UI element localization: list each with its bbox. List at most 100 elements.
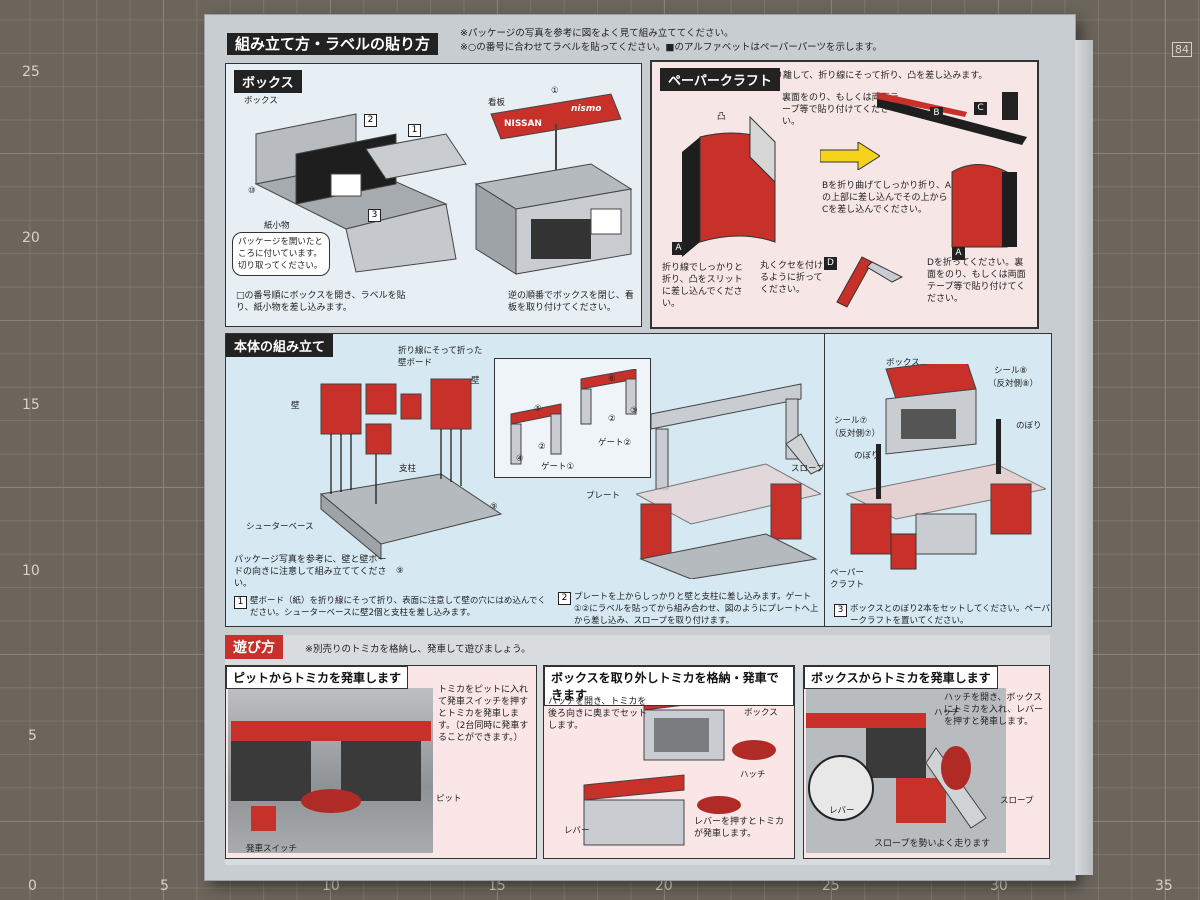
label-seal-8: シール⑧: [994, 366, 1028, 376]
ruler-label-bottom: 30: [990, 878, 1008, 894]
papercraft-d-step: Dを折ってください。裏面をのり、もしくは両面テープ等で貼り付けてください。: [927, 258, 1026, 304]
papercraft-glue-note: 裏面をのり、もしくは両面テープ等で貼り付けてください。: [782, 93, 899, 127]
box-caption-left: □の番号順にボックスを開き、ラベルを貼り、紙小物を差し込みます。: [236, 291, 406, 313]
box-bubble-note: パッケージを開いたところに付いています。切り取ってください。: [232, 232, 330, 276]
body-note-reference: パッケージ写真を参考に、壁と壁ボードの向きに注意して組み立ててください。: [234, 555, 387, 589]
label-shooter-base: シューターベース: [246, 522, 314, 532]
ruler-label-left: 0: [28, 878, 37, 894]
ruler-label-bottom: 35: [1155, 878, 1173, 894]
open-box-illustration: [254, 113, 467, 273]
label-box: ボックス: [244, 96, 278, 106]
label-launch-slope: スロープ: [1000, 796, 1034, 806]
label-seal-7: シール⑦: [834, 416, 868, 426]
label-number-one: ①: [551, 86, 559, 96]
yellow-arrow: [820, 142, 880, 170]
page-title: 組み立て方・ラベルの貼り方: [227, 33, 439, 55]
ruler-label-left: 5: [28, 728, 37, 744]
label-wall-left: 壁: [291, 401, 300, 411]
body-step-3-square: 3: [834, 604, 847, 617]
label-wall-board: 折り線にそって折った壁ボード: [398, 346, 483, 368]
box-launch-illustration: [806, 688, 1006, 853]
label-slope: スロープ: [791, 464, 825, 474]
ruler-label-bottom: 10: [322, 878, 340, 894]
label-papercraft: ペーパークラフト: [830, 568, 865, 590]
papercraft-assembled-illustration: [951, 164, 1017, 248]
papercraft-panel: ペーパークラフト 切り離して、折り線にそって折り、凸を差し込みます。 凸 A 裏…: [650, 60, 1039, 329]
label-signboard: 看板: [488, 98, 506, 108]
label-n9b: ⑨: [396, 566, 404, 576]
label-small-paper: 紙小物: [264, 221, 290, 231]
body-step-1: 壁ボード（紙）を折り線にそって折り、表面に注意して壁の穴にはめ込んでください。シ…: [250, 596, 546, 618]
ruler-label-bottom: 15: [488, 878, 506, 894]
papercraft-piece-a-illustration: [682, 115, 776, 257]
label-launch-switch: 発車スイッチ: [246, 844, 298, 854]
play-panel-launch-title: ボックスからトミカを発車します: [804, 666, 998, 689]
play-panel-box-title: ボックスを取り外しトミカを格納・発車できます: [544, 666, 794, 706]
label-n3: ③: [630, 406, 638, 416]
play-note: ※別売りのトミカを格納し、発車して遊びましょう。: [305, 644, 531, 655]
step-square-3: 3: [368, 209, 381, 222]
box-storage-illustration: [583, 690, 776, 846]
papercraft-step1: 切り離して、折り線にそって折り、凸を差し込みます。: [765, 71, 988, 81]
label-launch-hatch: ハッチ: [934, 708, 960, 718]
ruler-label-bottom: 5: [160, 878, 169, 894]
label-final-box: ボックス: [886, 358, 920, 368]
gate-illustration: [510, 369, 637, 465]
label-pillar: 支柱: [399, 464, 417, 474]
play-panel-launch-text: ハッチを開き、ボックスにトミカを入れ、レバーを押すと発車します。: [944, 693, 1044, 727]
plate-assembly-illustration: [636, 383, 821, 579]
label-gate1: ゲート①: [541, 462, 575, 472]
label-n6: ⑥: [608, 374, 616, 384]
papercraft-b-step: Bを折り曲げてしっかり折り、Aの上部に差し込んでその上からCを差し込んでください…: [822, 181, 951, 215]
label-flag-right: のぼり: [1016, 421, 1042, 431]
label-seal-8-reverse: （反対側⑧）: [988, 379, 1039, 389]
label-hatch: ハッチ: [740, 770, 766, 780]
play-title: 遊び方: [225, 635, 283, 659]
label-n9a: ⑨: [490, 502, 498, 512]
play-panel-launch-slope-text: スロープを勢いよく走ります: [874, 839, 991, 849]
header-note-1: ※パッケージの写真を参考に図をよく見て組み立ててください。: [460, 28, 734, 39]
play-panel-pit-title: ピットからトミカを発車します: [226, 666, 409, 689]
body-assembly-section: 本体の組み立て 折り線にそって折った壁ボード 壁 壁 支柱 シューターベース ⑨…: [225, 333, 1052, 627]
label-wall-right: 壁: [471, 376, 480, 386]
label-plate: プレート: [586, 491, 621, 501]
ruler-label-top-right: 84: [1172, 42, 1192, 57]
label-n4: ④: [516, 454, 524, 464]
papercraft-label-c: C: [974, 102, 987, 115]
box-panel: ボックス ボックス ⑩ 紙小物 1 2 3 パッケージを開いたところに付いていま…: [225, 63, 642, 327]
label-convex: 凸: [717, 112, 726, 122]
play-panel-launch: ボックスからトミカを発車します ハッチを開き、ボックスにトミカを入れ、レバーを押…: [803, 665, 1050, 859]
papercraft-piece-d-illustration: [836, 256, 904, 308]
header-note-2: ※○の番号に合わせてラベルを貼ってください。■のアルファベットはペーパーパーツを…: [460, 42, 883, 53]
body-step-3: ボックスとのぼり2本をセットしてください。ペーパークラフトを置いてください。: [850, 604, 1050, 626]
papercraft-fold-note: 折り線でしっかりと折り、凸をスリットに差し込んでください。: [662, 263, 744, 309]
papercraft-strip-b-illustration: [877, 92, 1027, 145]
label-seal-7-reverse: （反対側⑦）: [830, 429, 881, 439]
step-square-2: 2: [364, 114, 377, 127]
play-panel-box: ボックスを取り外しトミカを格納・発車できます ハッチを開き、トミカを後ろ向きに奥…: [543, 665, 795, 859]
shooter-base-illustration: [319, 378, 503, 561]
papercraft-label-a: A: [672, 242, 685, 255]
body-step-2-square: 2: [558, 592, 571, 605]
papercraft-label-a2: A: [952, 247, 965, 260]
body-step-1-square: 1: [234, 596, 247, 609]
ruler-label-left: 15: [22, 397, 40, 413]
papercraft-label-b: B: [930, 107, 943, 120]
papercraft-title: ペーパークラフト: [660, 68, 780, 91]
play-section: 遊び方 ※別売りのトミカを格納し、発車して遊びましょう。 ピットからトミカを発車…: [225, 635, 1050, 865]
box-caption-right: 逆の順番でボックスを閉じ、看板を取り付けてください。: [508, 291, 634, 313]
papercraft-label-d: D: [824, 257, 837, 270]
final-assembly-illustration: [846, 364, 1046, 570]
ruler-label-left: 25: [22, 64, 40, 80]
sign-text-nismo: nismo: [571, 104, 602, 114]
play-panel-pit: ピットからトミカを発車します トミカをピットに入れて発車スイッチを押すとトミカを…: [225, 665, 537, 859]
label-flag-left: のぼり: [854, 451, 880, 461]
label-n2a: ②: [538, 442, 546, 452]
label-n2b: ②: [608, 414, 616, 424]
step-square-1: 1: [408, 124, 421, 137]
ruler-label-left: 20: [22, 230, 40, 246]
ruler-label-bottom: 20: [655, 878, 673, 894]
play-panel-pit-text: トミカをピットに入れて発車スイッチを押すとトミカを発車します。（2台同時に発車す…: [438, 685, 529, 743]
instruction-sheet: 組み立て方・ラベルの貼り方 ※パッケージの写真を参考に図をよく見て組み立ててくだ…: [205, 15, 1093, 880]
ruler-label-bottom: 25: [822, 878, 840, 894]
